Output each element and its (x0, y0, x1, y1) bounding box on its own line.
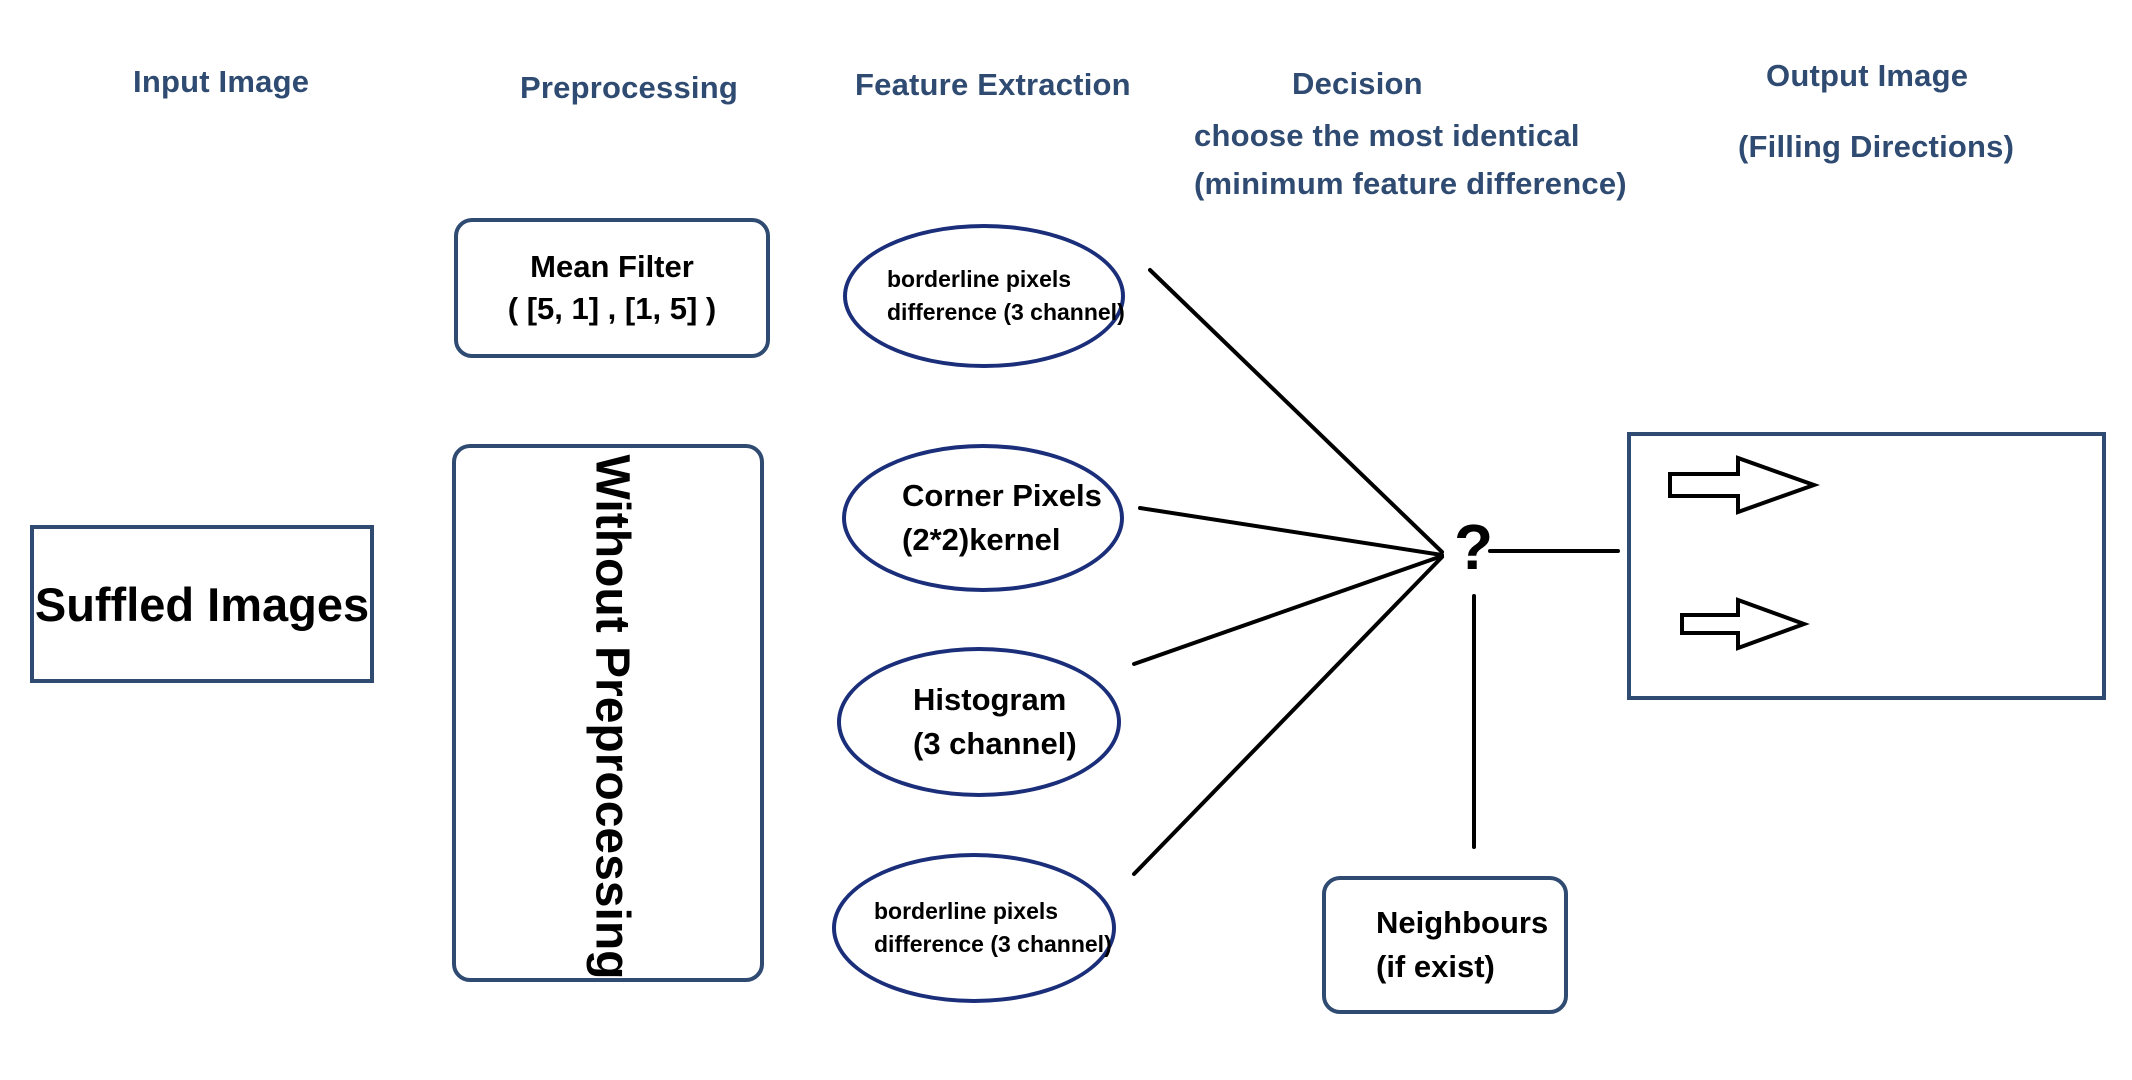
feature-ellipse-borderline-top: borderline pixels difference (3 channel) (843, 224, 1125, 368)
header-input-image: Input Image (133, 64, 310, 99)
decision-subtitle-line2: (minimum feature difference) (1194, 166, 1627, 201)
feature-ellipse-line1: borderline pixels (874, 898, 1059, 924)
feature-ellipse-line1: Corner Pixels (902, 478, 1102, 513)
right-arrow-icon (1680, 597, 1810, 651)
connector-feature-4 (1132, 555, 1444, 876)
feature-ellipse-line2: (2*2)kernel (902, 522, 1061, 557)
decision-subtitle-line1: choose the most identical (1194, 118, 1580, 153)
mean-filter-kernels: ( [5, 1] , [1, 5] ) (507, 291, 717, 326)
header-decision: Decision (1292, 66, 1423, 101)
without-preprocessing-box: Without Preprocessing (452, 444, 764, 982)
header-feature-extraction: Feature Extraction (855, 67, 1131, 102)
header-output-subtitle: (Filling Directions) (1738, 129, 2015, 164)
feature-ellipse-line2: difference (3 channel) (874, 931, 1112, 957)
input-box-label: Suffled Images (34, 577, 370, 631)
mean-filter-box: Mean Filter ( [5, 1] , [1, 5] ) (454, 218, 770, 358)
feature-ellipse-histogram: Histogram (3 channel) (837, 647, 1121, 797)
feature-ellipse-line2: (3 channel) (913, 726, 1077, 761)
header-output-image: Output Image (1766, 58, 1969, 93)
feature-ellipse-line2: difference (3 channel) (887, 299, 1125, 325)
header-preprocessing: Preprocessing (520, 70, 738, 105)
feature-ellipse-line1: borderline pixels (887, 266, 1072, 292)
output-image-box (1627, 432, 2106, 700)
mean-filter-title: Mean Filter (530, 249, 694, 284)
connector-feature-3 (1132, 554, 1444, 666)
feature-ellipse-corner-pixels: Corner Pixels (2*2)kernel (842, 444, 1124, 592)
decision-question-mark: ? (1454, 511, 1494, 583)
neighbours-box: Neighbours (if exist) (1322, 876, 1568, 1014)
connector-feature-1 (1148, 268, 1444, 554)
neighbours-condition: (if exist) (1376, 949, 1495, 984)
right-arrow-icon (1668, 455, 1820, 515)
input-box: Suffled Images (30, 525, 374, 683)
neighbours-title: Neighbours (1376, 905, 1549, 940)
feature-ellipse-line1: Histogram (913, 682, 1067, 717)
connector-feature-2 (1138, 506, 1444, 557)
feature-ellipse-borderline-bottom: borderline pixels difference (3 channel) (832, 853, 1116, 1003)
